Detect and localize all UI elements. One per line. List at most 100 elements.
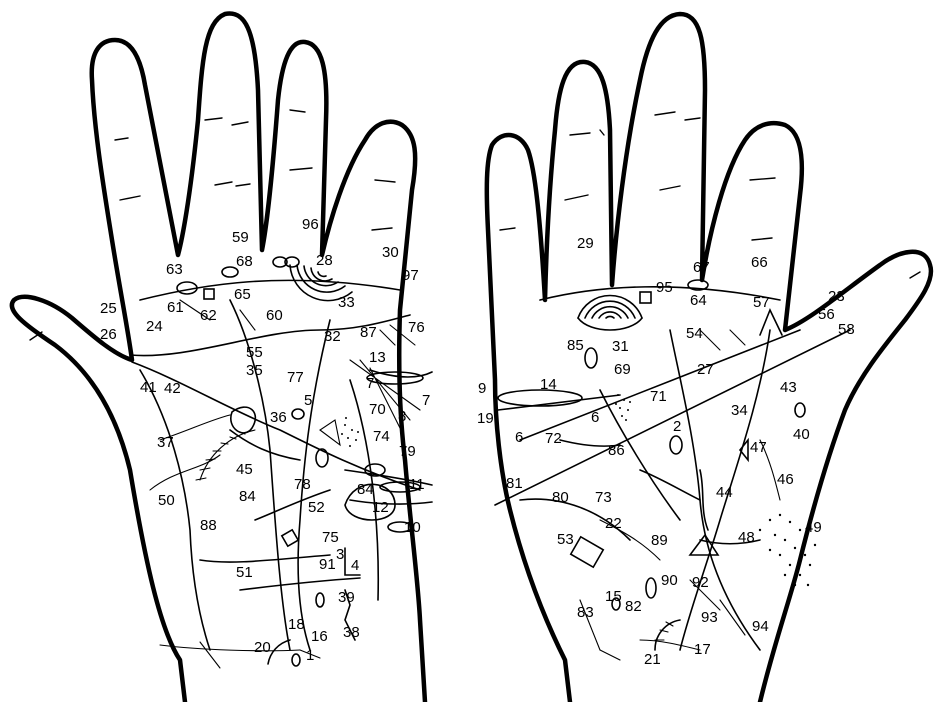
right-label-9: 9 — [478, 380, 486, 397]
left-label-60: 60 — [266, 307, 283, 324]
right-label-53: 53 — [557, 531, 574, 548]
left-label-24: 24 — [146, 318, 163, 335]
left-label-76: 76 — [408, 319, 425, 336]
left-hand: 59 96 68 63 28 30 97 65 33 61 62 25 24 6… — [12, 14, 432, 702]
left-label-38: 38 — [343, 624, 360, 641]
left-label-18: 18 — [288, 616, 305, 633]
left-label-52: 52 — [308, 499, 325, 516]
left-label-84a: 84 — [357, 481, 374, 498]
left-label-37: 37 — [157, 434, 174, 451]
left-square-52 — [282, 530, 298, 546]
left-label-39: 39 — [338, 589, 355, 606]
left-label-33: 33 — [338, 294, 355, 311]
left-label-50: 50 — [158, 492, 175, 509]
right-island-82 — [646, 578, 656, 598]
left-island-18 — [316, 593, 324, 607]
left-label-4: 4 — [351, 557, 359, 574]
left-stipple-70 — [341, 417, 359, 447]
left-label-75: 75 — [322, 529, 339, 546]
right-label-92: 92 — [692, 574, 709, 591]
right-label-85: 85 — [567, 337, 584, 354]
left-label-45: 45 — [236, 461, 253, 478]
left-label-78: 78 — [294, 476, 311, 493]
left-label-88: 88 — [200, 517, 217, 534]
right-label-2: 2 — [673, 418, 681, 435]
left-label-8: 8 — [398, 408, 406, 425]
right-label-46: 46 — [777, 471, 794, 488]
right-chain-44 — [700, 470, 708, 530]
left-label-3: 3 — [336, 546, 344, 563]
right-label-49: 49 — [805, 519, 822, 536]
right-label-54: 54 — [686, 325, 703, 342]
right-label-66: 66 — [751, 254, 768, 271]
left-palm-lines — [130, 280, 432, 668]
right-label-90: 90 — [661, 572, 678, 589]
right-label-40: 40 — [793, 426, 810, 443]
right-label-19: 19 — [477, 410, 494, 427]
right-label-34: 34 — [731, 402, 748, 419]
left-labels: 59 96 68 63 28 30 97 65 33 61 62 25 24 6… — [100, 216, 430, 664]
left-label-36: 36 — [270, 409, 287, 426]
left-label-7a: 7 — [366, 375, 374, 392]
left-island-78 — [316, 449, 328, 467]
right-label-43: 43 — [780, 379, 797, 396]
left-label-28: 28 — [316, 252, 333, 269]
right-label-56: 56 — [818, 306, 835, 323]
right-square-53 — [571, 537, 604, 567]
left-label-25: 25 — [100, 300, 117, 317]
left-label-10: 10 — [404, 519, 421, 536]
right-label-93: 93 — [701, 609, 718, 626]
right-label-48: 48 — [738, 529, 755, 546]
right-island-2 — [670, 436, 682, 454]
right-label-67: 67 — [693, 259, 710, 276]
left-label-91: 91 — [319, 556, 336, 573]
right-square-95 — [640, 292, 651, 303]
right-label-58: 58 — [838, 321, 855, 338]
right-island-40 — [795, 403, 805, 417]
left-label-11: 11 — [409, 476, 425, 493]
left-label-84b: 84 — [239, 488, 256, 505]
left-label-13: 13 — [369, 349, 386, 366]
left-label-96: 96 — [302, 216, 319, 233]
right-label-69: 69 — [614, 361, 631, 378]
left-label-62: 62 — [200, 307, 217, 324]
left-label-42: 42 — [164, 380, 181, 397]
right-label-89: 89 — [651, 532, 668, 549]
left-label-41: 41 — [140, 379, 157, 396]
left-square-62 — [204, 289, 214, 299]
right-label-6a: 6 — [591, 409, 599, 426]
right-label-71: 71 — [650, 388, 667, 405]
right-label-17: 17 — [694, 641, 711, 658]
right-label-95: 95 — [656, 279, 673, 296]
left-label-30: 30 — [382, 244, 399, 261]
left-label-32: 32 — [324, 328, 341, 345]
right-label-22: 22 — [605, 515, 622, 532]
right-label-86: 86 — [608, 442, 625, 459]
right-labels: 29 67 66 95 23 64 57 56 58 31 54 85 69 2… — [477, 235, 855, 668]
right-hand: 29 67 66 95 23 64 57 56 58 31 54 85 69 2… — [477, 14, 931, 702]
left-label-87: 87 — [360, 324, 377, 341]
left-label-59: 59 — [232, 229, 249, 246]
left-label-65: 65 — [234, 286, 251, 303]
right-label-23: 23 — [828, 288, 845, 305]
right-label-47: 47 — [750, 439, 767, 456]
left-label-5: 5 — [304, 392, 312, 409]
left-label-26: 26 — [100, 326, 117, 343]
right-palm-lines — [495, 287, 850, 660]
left-label-97: 97 — [402, 267, 419, 284]
right-label-29: 29 — [577, 235, 594, 252]
right-label-44: 44 — [716, 484, 733, 501]
left-hand-outline — [12, 14, 425, 702]
right-label-80: 80 — [552, 489, 569, 506]
left-label-68: 68 — [236, 253, 253, 270]
left-label-51: 51 — [236, 564, 253, 581]
right-label-57: 57 — [753, 294, 770, 311]
left-label-70: 70 — [369, 401, 386, 418]
right-label-81: 81 — [506, 475, 523, 492]
right-label-64: 64 — [690, 292, 707, 309]
left-label-12: 12 — [372, 499, 389, 516]
left-island-36 — [231, 407, 256, 433]
left-island-5 — [292, 409, 304, 419]
